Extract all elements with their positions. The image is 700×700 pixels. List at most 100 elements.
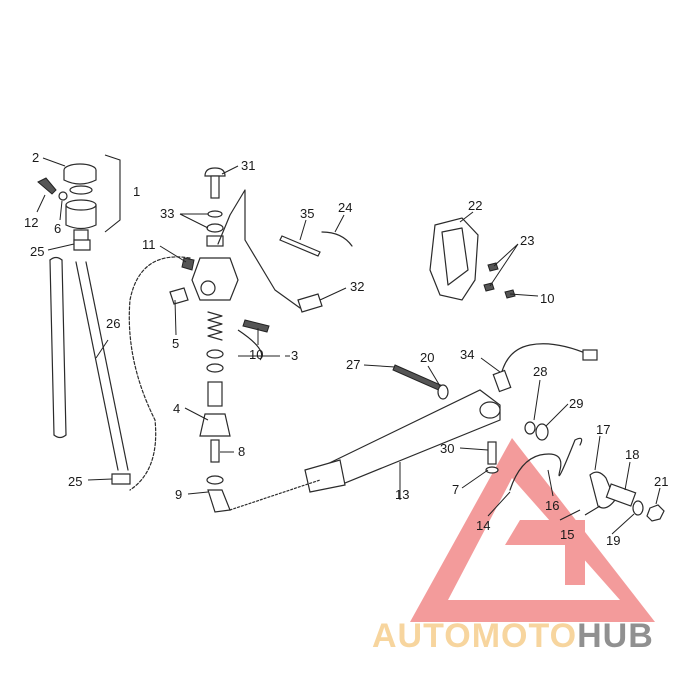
callout-34: 34 [460,347,474,362]
pedal-pad [304,459,346,493]
callout-22: 22 [468,198,482,213]
nut-9 [206,475,224,485]
reservoir-diaphragm [69,185,93,195]
callout-30: 30 [440,441,454,456]
leader-line [299,219,307,241]
hose-left-cap [49,256,67,439]
leader-line [545,403,569,427]
callout-31: 31 [241,158,255,173]
reservoir-washer [58,191,68,201]
watermark-text-moto: MOTO [472,617,577,655]
seal-lower [206,363,224,373]
bolt-10-left [242,319,270,333]
callout-2: 2 [32,150,39,165]
bushing-28 [524,421,536,435]
callout-35: 35 [300,206,314,221]
callout-7: 7 [452,482,459,497]
callout-23: 23 [520,233,534,248]
callout-24: 24 [338,200,352,215]
washer-33-upper [207,210,223,218]
leader-line [95,339,109,359]
callout-1: 1 [133,184,140,199]
leader-line [624,461,631,491]
leader-line [427,365,441,387]
leader-line [334,214,345,233]
callout-28: 28 [533,364,547,379]
callout-13: 13 [395,487,409,502]
return-spring-part [509,437,583,491]
callout-10-left: 10 [249,347,263,362]
washer-19 [632,500,644,516]
bracket-3 [237,329,280,361]
callout-25-bottom: 25 [68,474,82,489]
clip-assembly [279,231,353,257]
callout-21: 21 [654,474,668,489]
hose-assembly [49,239,191,491]
callout-19: 19 [606,533,620,548]
reservoir-tank [65,205,97,230]
reservoir-screw [37,177,57,195]
brake-pipe-fitting-32 [297,293,323,313]
leader-line [174,299,177,336]
callout-32: 32 [350,279,364,294]
hose-left-part [49,259,67,436]
callout-numbers: 1 2 3 4 5 6 7 8 9 10 10 11 12 13 14 15 1… [24,150,668,548]
leader-line [547,469,554,497]
leader-line [179,213,209,229]
leader-line [319,287,347,301]
callout-25-top: 25 [30,244,44,259]
piston-part [207,381,223,407]
callout-11: 11 [142,237,156,252]
bushing-29 [535,423,549,441]
spring-part [207,311,223,341]
hose-clip-bottom [111,473,131,485]
leader-line [187,491,209,495]
watermark-text-auto: AUTO [372,617,472,655]
spring-clip-35 [279,235,321,257]
heat-shield-plate [429,217,479,301]
callout-6: 6 [54,221,61,236]
leader-line [611,513,635,535]
leader-line [184,407,209,421]
switch-connector [582,349,598,361]
pushrod-8 [210,439,220,463]
leader-line [363,364,396,368]
callout-10-right: 10 [540,291,554,306]
bolt-31 [204,167,226,177]
pedal-pivot [479,401,501,419]
clevis-part [207,489,231,513]
leader-line [461,469,489,489]
callout-12: 12 [24,215,38,230]
washer-33-lower [206,223,224,233]
callout-9: 9 [175,487,182,502]
leader-line [159,245,187,263]
leader-line [655,487,661,505]
leader-line [42,157,66,167]
leader-line [509,293,539,297]
callout-17: 17 [596,422,610,437]
screw-23b [483,282,495,292]
hose-clip-top [73,239,91,251]
callout-8: 8 [238,444,245,459]
callout-18: 18 [625,447,639,462]
washer-20 [437,384,449,400]
brake-pipe-part [217,189,301,309]
pivot-spring-assembly [509,421,665,522]
reservoir-tank-top [65,199,97,211]
callout-27: 27 [346,357,360,372]
callout-29: 29 [569,396,583,411]
reservoir-cap-body [63,170,97,185]
leader-line [59,200,63,221]
callout-16: 16 [545,498,559,513]
leader-line [533,379,541,421]
watermark-logo: AUTOMOTOHUB [372,438,655,655]
switch-body [492,369,512,393]
heat-shield-inner [441,227,469,286]
clip-7 [485,466,499,474]
hose-long-part [75,261,129,471]
bolt-27 [392,364,446,393]
cylinder-port [200,280,216,296]
leader-line [221,165,239,175]
spacer-33 [206,235,224,247]
